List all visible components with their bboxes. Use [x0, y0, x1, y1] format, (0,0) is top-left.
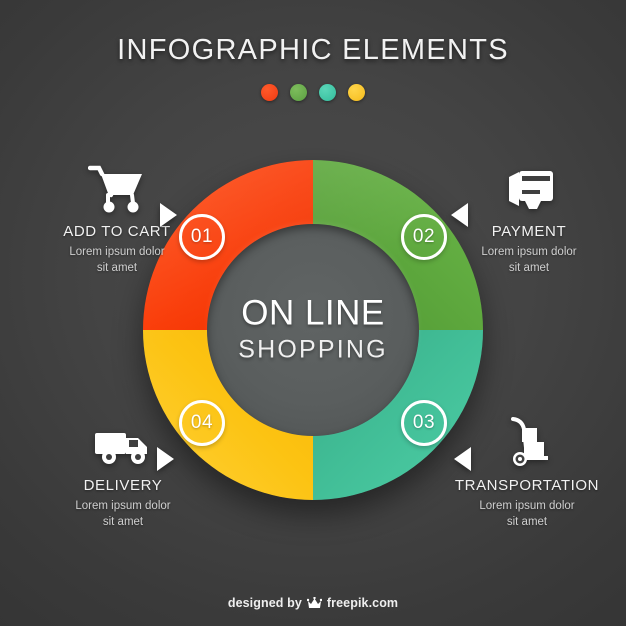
label-subtitle-line-1: Lorem ipsum dolor [479, 500, 575, 512]
pointer-triangle-transportation [454, 447, 471, 471]
label-subtitle-line-2: sit amet [102, 515, 144, 528]
header: INFOGRAPHIC ELEMENTS [0, 34, 626, 101]
pointer-triangle-delivery [157, 447, 174, 471]
delivery-truck-icon [28, 412, 218, 468]
label-subtitle: Lorem ipsum dolor sit amet [434, 245, 624, 276]
label-subtitle: Lorem ipsum dolor sit amet [28, 499, 218, 530]
credit-card-icon [434, 158, 624, 214]
dot-teal [319, 84, 336, 101]
dot-orange [261, 84, 278, 101]
label-title: TRANSPORTATION [454, 477, 600, 494]
label-payment[interactable]: PAYMENT Lorem ipsum dolor sit amet [434, 158, 624, 276]
footer-brand: freepik.com [326, 596, 399, 610]
label-subtitle-line-1: Lorem ipsum dolor [69, 246, 165, 258]
footer-prefix: designed by [227, 596, 302, 610]
label-subtitle: Lorem ipsum dolor sit amet [22, 245, 212, 276]
shopping-cart-icon [22, 158, 212, 214]
donut-center-text: ON LINE SHOPPING [208, 293, 418, 365]
segment-badge-01[interactable]: 01 [179, 214, 225, 260]
pointer-triangle-add-to-cart [160, 203, 177, 227]
label-transportation[interactable]: TRANSPORTATION Lorem ipsum dolor sit ame… [432, 412, 622, 530]
center-text-line-1: ON LINE [241, 293, 385, 333]
dot-yellow [348, 84, 365, 101]
donut-inner-hole [207, 224, 419, 436]
pointer-triangle-payment [451, 203, 468, 227]
dot-green [290, 84, 307, 101]
label-subtitle-line-1: Lorem ipsum dolor [481, 246, 577, 258]
hand-truck-icon [432, 412, 622, 468]
label-subtitle-line-2: sit amet [508, 261, 550, 274]
label-add-to-cart[interactable]: ADD TO CART Lorem ipsum dolor sit amet [22, 158, 212, 276]
label-title: PAYMENT [491, 223, 567, 240]
segment-badge-03[interactable]: 03 [401, 400, 447, 446]
center-text-line-2: SHOPPING [238, 335, 388, 364]
label-title: ADD TO CART [63, 223, 171, 240]
label-subtitle-line-2: sit amet [506, 515, 548, 528]
color-dot-row [0, 84, 626, 101]
label-delivery[interactable]: DELIVERY Lorem ipsum dolor sit amet [28, 412, 218, 530]
label-subtitle: Lorem ipsum dolor sit amet [432, 499, 622, 530]
label-title: DELIVERY [83, 477, 163, 494]
label-subtitle-line-2: sit amet [96, 261, 138, 274]
freepik-crown-icon [306, 596, 322, 608]
label-subtitle-line-1: Lorem ipsum dolor [75, 500, 171, 512]
footer-attribution: designed by freepik.com [0, 596, 626, 610]
segment-badge-02[interactable]: 02 [401, 214, 447, 260]
page-title: INFOGRAPHIC ELEMENTS [117, 34, 509, 66]
segment-badge-04[interactable]: 04 [179, 400, 225, 446]
